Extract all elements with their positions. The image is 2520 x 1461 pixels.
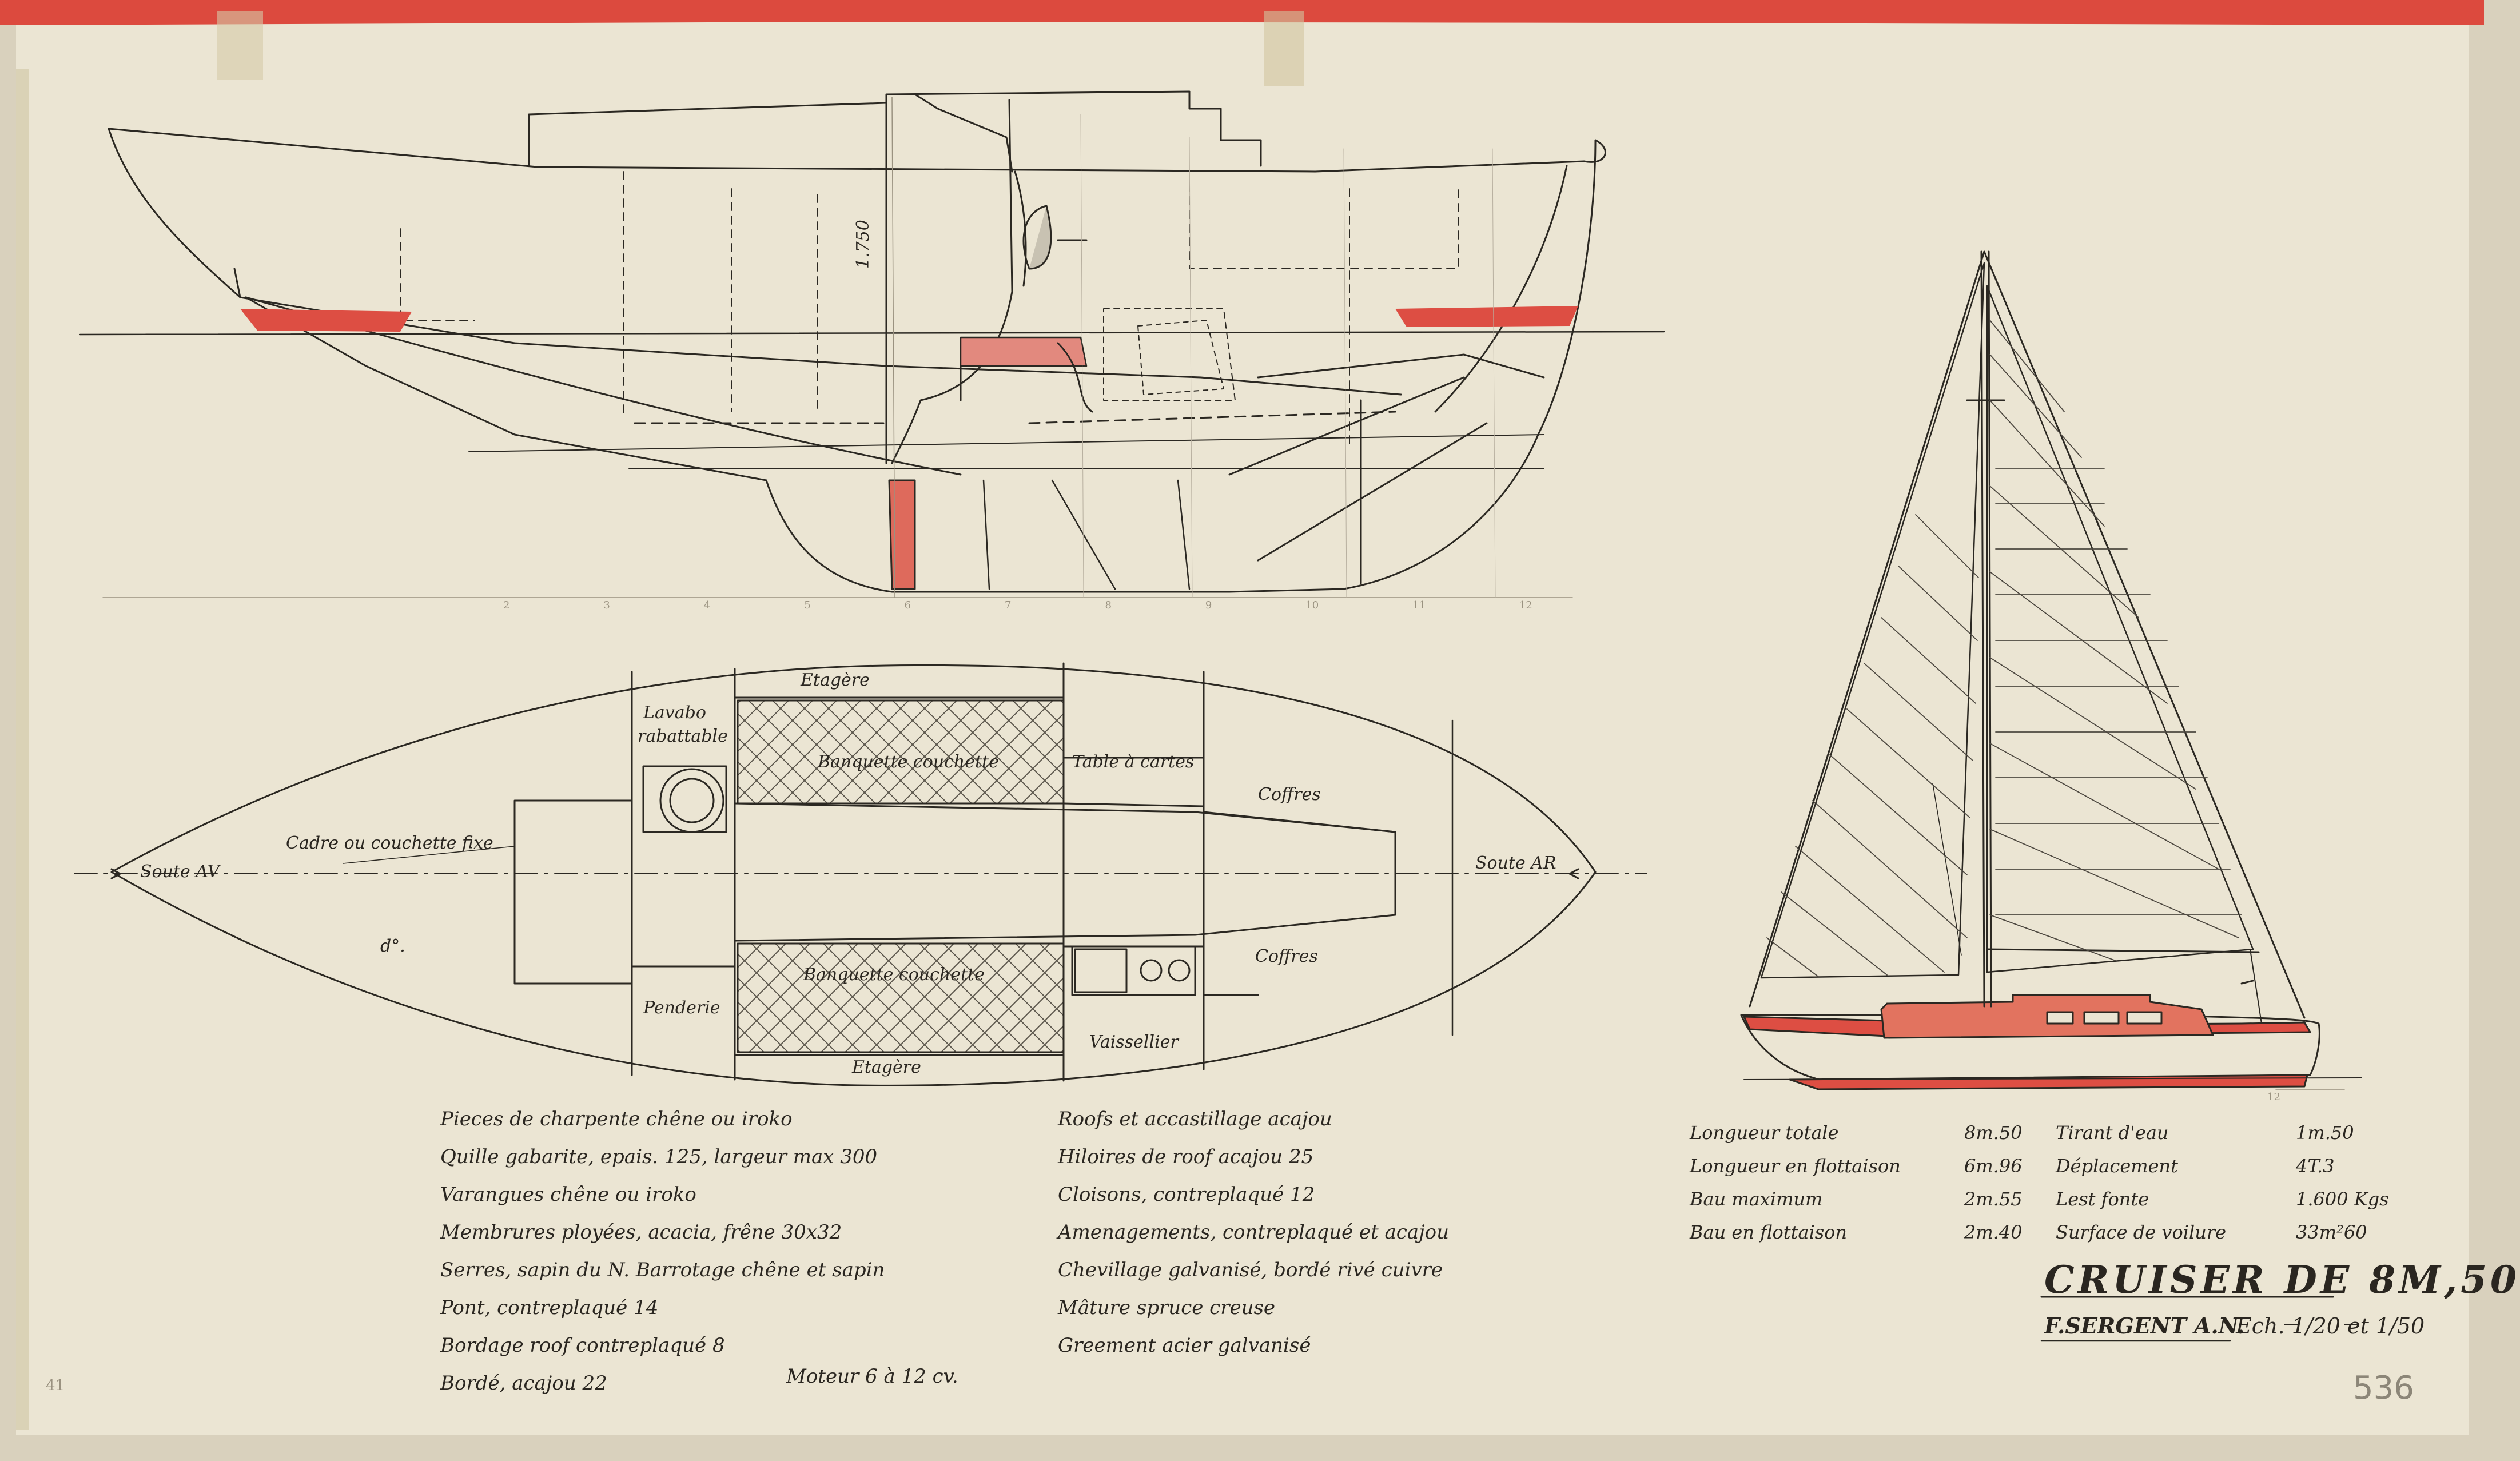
spec-value: 2m.55 xyxy=(1964,1188,2023,1210)
spec-value: 8m.50 xyxy=(1964,1122,2023,1144)
designer-name: F.SERGENT A.N. xyxy=(2044,1313,2245,1339)
label-lavabo: Lavabo xyxy=(643,703,706,723)
note-line: Hiloires de roof acajou 25 xyxy=(1058,1145,1314,1168)
label-etagere-top: Etagère xyxy=(801,670,870,690)
sail-plan xyxy=(1740,250,2362,1090)
note-line: Amenagements, contreplaqué et acajou xyxy=(1058,1221,1449,1244)
station-tick: 3 xyxy=(603,599,610,611)
station-tick: 8 xyxy=(1105,599,1112,611)
station-ticks: 2 3 4 5 6 7 8 9 10 11 12 xyxy=(503,600,1532,611)
plan-view xyxy=(74,662,1647,1086)
spec-value: 4T.3 xyxy=(2296,1155,2335,1177)
label-soute-ar: Soute AR xyxy=(1475,853,1556,873)
sheet-number: 536 xyxy=(2353,1370,2414,1407)
tape-mark xyxy=(1264,11,1304,86)
spec-label: Longueur totale xyxy=(1690,1122,1839,1144)
drawing-title: CRUISER DE 8M,50 xyxy=(2044,1257,2520,1302)
profile-view xyxy=(79,90,1665,598)
station-tick: 12 xyxy=(1519,599,1532,611)
tape-mark xyxy=(217,11,263,80)
note-line: Chevillage galvanisé, bordé rivé cuivre xyxy=(1058,1259,1443,1281)
note-line: Pont, contreplaqué 14 xyxy=(440,1296,659,1319)
spec-label: Longueur en flottaison xyxy=(1690,1155,1901,1177)
note-line: Quille gabarite, epais. 125, largeur max… xyxy=(440,1145,878,1168)
spec-label: Déplacement xyxy=(2056,1155,2178,1177)
station-tick: 11 xyxy=(1412,599,1426,611)
note-line: Serres, sapin du N. Barrotage chêne et s… xyxy=(440,1259,885,1281)
label-etagere-bottom: Etagère xyxy=(852,1057,921,1077)
station-tick: 10 xyxy=(1305,599,1319,611)
spec-value: 1m.50 xyxy=(2296,1122,2354,1144)
spec-label: Lest fonte xyxy=(2056,1188,2149,1210)
note-line: Varangues chêne ou iroko xyxy=(440,1183,696,1206)
label-table-cartes: Table à cartes xyxy=(1072,752,1195,772)
motor-note: Moteur 6 à 12 cv. xyxy=(786,1365,958,1388)
label-do: d°. xyxy=(380,936,405,956)
label-cadre: Cadre ou couchette fixe xyxy=(286,833,493,853)
red-band xyxy=(0,0,2484,25)
tape-mark xyxy=(16,69,29,1430)
label-vaisselier: Vaissellier xyxy=(1089,1032,1179,1052)
spec-value: 33m²60 xyxy=(2296,1221,2367,1243)
label-banquette-top: Banquette couchette xyxy=(818,752,999,772)
note-line: Greement acier galvanisé xyxy=(1058,1334,1311,1357)
spec-label: Surface de voilure xyxy=(2056,1221,2227,1243)
note-line: Mâture spruce creuse xyxy=(1058,1296,1276,1319)
label-soute-av: Soute AV xyxy=(140,862,220,882)
paper xyxy=(16,17,2469,1435)
label-height: 1.750 xyxy=(853,220,873,269)
label-penderie: Penderie xyxy=(643,998,720,1018)
label-banquette-bottom: Banquette couchette xyxy=(803,965,985,985)
station-tick: 6 xyxy=(904,599,911,611)
label-lavabo-rabattable: rabattable xyxy=(638,726,728,746)
station-tick: 9 xyxy=(1205,599,1212,611)
station-tick: 5 xyxy=(804,599,811,611)
spec-label: Bau maximum xyxy=(1690,1188,1823,1210)
note-line: Pieces de charpente chêne ou iroko xyxy=(440,1108,793,1130)
station-tick: 7 xyxy=(1005,599,1012,611)
specs-table: Longueur totale 8m.50 Longueur en flotta… xyxy=(1690,1124,2393,1249)
drawing-scale: Ech. 1/20 et 1/50 xyxy=(2236,1313,2425,1339)
label-coffres-bottom: Coffres xyxy=(1255,946,1318,966)
note-line: Bordage roof contreplaqué 8 xyxy=(440,1334,725,1357)
note-line: Roofs et accastillage acajou xyxy=(1058,1108,1332,1130)
sail-tick: 12 xyxy=(2267,1091,2280,1103)
spec-value: 6m.96 xyxy=(1964,1155,2023,1177)
label-coffres-top: Coffres xyxy=(1258,785,1321,805)
note-line: Bordé, acajou 22 xyxy=(440,1372,607,1395)
spec-value: 2m.40 xyxy=(1964,1221,2023,1243)
spec-label: Tirant d'eau xyxy=(2056,1122,2169,1144)
spec-value: 1.600 Kgs xyxy=(2296,1188,2389,1210)
note-line: Cloisons, contreplaqué 12 xyxy=(1058,1183,1315,1206)
note-line: Membrures ployées, acacia, frêne 30x32 xyxy=(440,1221,842,1244)
station-tick: 4 xyxy=(703,599,711,611)
edge-mark: 41 xyxy=(46,1377,65,1394)
station-tick: 2 xyxy=(503,599,510,611)
spec-label: Bau en flottaison xyxy=(1690,1221,1848,1243)
